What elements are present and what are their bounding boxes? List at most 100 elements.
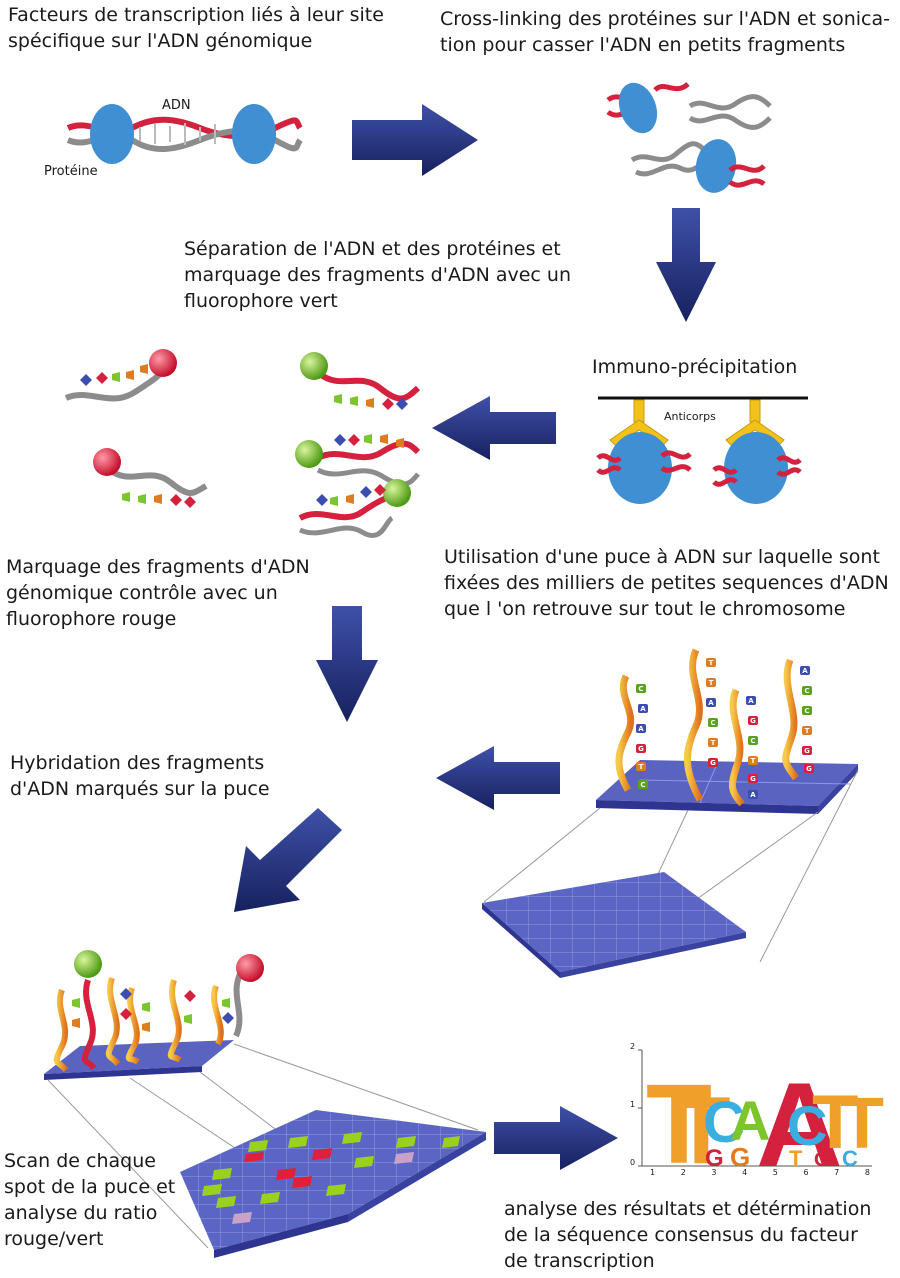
probe-tag xyxy=(636,744,646,753)
probe-letter: T xyxy=(711,739,716,747)
probe-tag xyxy=(706,698,716,707)
logo-x-tick: 8 xyxy=(864,1168,870,1177)
probe-letter: G xyxy=(638,745,644,753)
logo-y-tick-1: 1 xyxy=(630,1100,636,1109)
probe-letter: C xyxy=(750,737,755,745)
svg-text:A: A xyxy=(730,1089,770,1152)
probe-tag xyxy=(802,746,812,755)
logo-x-tick: 2 xyxy=(680,1168,686,1177)
probe-letter: C xyxy=(710,719,715,727)
svg-text:C: C xyxy=(842,1146,858,1171)
dna-with-proteins xyxy=(66,104,303,164)
svg-text:T: T xyxy=(840,1084,884,1164)
arrow-down-left xyxy=(234,808,342,912)
labeled-fragments xyxy=(64,349,421,538)
logo-y-tick-0: 0 xyxy=(630,1158,636,1167)
svg-text:G: G xyxy=(705,1145,724,1172)
probe-letter: C xyxy=(640,781,645,789)
arrow-right-1 xyxy=(352,104,478,176)
logo-x-tick: 3 xyxy=(711,1168,717,1177)
caption-step-2: Cross-linking des protéines sur l'ADN et… xyxy=(440,8,890,56)
svg-text:T: T xyxy=(789,1146,803,1171)
svg-text:A: A xyxy=(756,1058,843,1192)
probe-tag xyxy=(748,716,758,725)
arrow-right-2 xyxy=(494,1106,618,1170)
sonicated-fragments xyxy=(606,81,772,193)
probe-letter: G xyxy=(804,747,810,755)
probe-letter: A xyxy=(802,667,808,675)
logo-x-tick: 1 xyxy=(650,1168,656,1177)
probe-tag xyxy=(746,696,756,705)
protein-right xyxy=(232,104,276,164)
scan-spots xyxy=(202,1132,460,1224)
probe-letter: G xyxy=(710,759,716,767)
nucleotide-tags-a xyxy=(80,364,148,386)
probe-tag xyxy=(636,762,646,771)
scanned-array xyxy=(180,1110,486,1258)
probe-tag xyxy=(748,790,758,799)
probe-tag xyxy=(708,718,718,727)
probe-letter: G xyxy=(750,775,756,783)
probe-letter: A xyxy=(748,697,754,705)
probe-tag xyxy=(706,678,716,687)
probe-letter: T xyxy=(805,727,810,735)
caption-step-3: Séparation de l'ADN et des protéines et … xyxy=(184,238,571,312)
svg-text:G: G xyxy=(730,1142,750,1172)
hybridized-chip xyxy=(44,950,479,1249)
probe-letter: A xyxy=(708,699,714,707)
probe-tag xyxy=(708,758,718,767)
caption-step-7: Hybridation des fragments d'ADN marqués … xyxy=(10,752,270,800)
probe-letter: G xyxy=(750,717,756,725)
probe-tag xyxy=(748,774,758,783)
probe-letter: T xyxy=(709,679,714,687)
sequence-logo: T T C G A G A C T T G T C xyxy=(638,1049,884,1192)
arrow-down-1 xyxy=(656,208,716,322)
svg-text:T: T xyxy=(812,1080,858,1165)
probe-tag xyxy=(800,666,810,675)
svg-text:G: G xyxy=(814,1149,830,1171)
probe-tag xyxy=(708,738,718,747)
probe-tag xyxy=(802,726,812,735)
caption-step-6: Utilisation d'une puce à ADN sur laquell… xyxy=(444,546,889,620)
label-proteine: Protéine xyxy=(44,164,98,179)
probe-tag xyxy=(636,684,646,693)
probe-letter: T xyxy=(751,757,756,765)
probe-tag xyxy=(748,736,758,745)
logo-x-axis-ticks: 1 2 3 4 5 6 7 8 xyxy=(650,1168,870,1178)
probe-tag xyxy=(804,764,814,773)
caption-step-8: Scan de chaque spot de la puce et analys… xyxy=(4,1150,176,1250)
probe-tag xyxy=(638,704,648,713)
logo-y-axis-ticks: 2 1 0 xyxy=(630,1042,638,1172)
immunoprecipitation xyxy=(596,396,808,504)
arrow-left-1 xyxy=(432,396,556,460)
svg-text:C: C xyxy=(787,1094,827,1157)
protein-left xyxy=(90,104,134,164)
probe-tag xyxy=(748,756,758,765)
arrow-left-2 xyxy=(436,746,560,810)
caption-step-5: Marquage des fragments d'ADN génomique c… xyxy=(6,556,310,630)
probe-letter: T xyxy=(709,659,714,667)
probe-tag xyxy=(638,780,648,789)
probe-letter: A xyxy=(640,705,646,713)
logo-x-tick: 7 xyxy=(834,1168,840,1177)
probe-letter: A xyxy=(638,725,644,733)
probe-letter: C xyxy=(804,687,809,695)
probe-tag xyxy=(636,724,646,733)
caption-step-1: Facteurs de transcription liés à leur si… xyxy=(8,4,384,52)
probe-letter: C xyxy=(638,685,643,693)
logo-x-tick: 6 xyxy=(803,1168,809,1177)
caption-step-4: Immuno-précipitation xyxy=(592,356,798,378)
logo-x-tick: 5 xyxy=(772,1168,778,1177)
probe-tag xyxy=(706,658,716,667)
svg-text:T: T xyxy=(672,1077,731,1184)
logo-y-tick-2: 2 xyxy=(630,1042,636,1051)
svg-text:T: T xyxy=(646,1062,712,1188)
probe-letter: T xyxy=(639,763,644,771)
probe-tag xyxy=(802,706,812,715)
arrow-down-2 xyxy=(316,606,378,722)
probe-letter: G xyxy=(806,765,812,773)
label-adn: ADN xyxy=(162,98,191,113)
